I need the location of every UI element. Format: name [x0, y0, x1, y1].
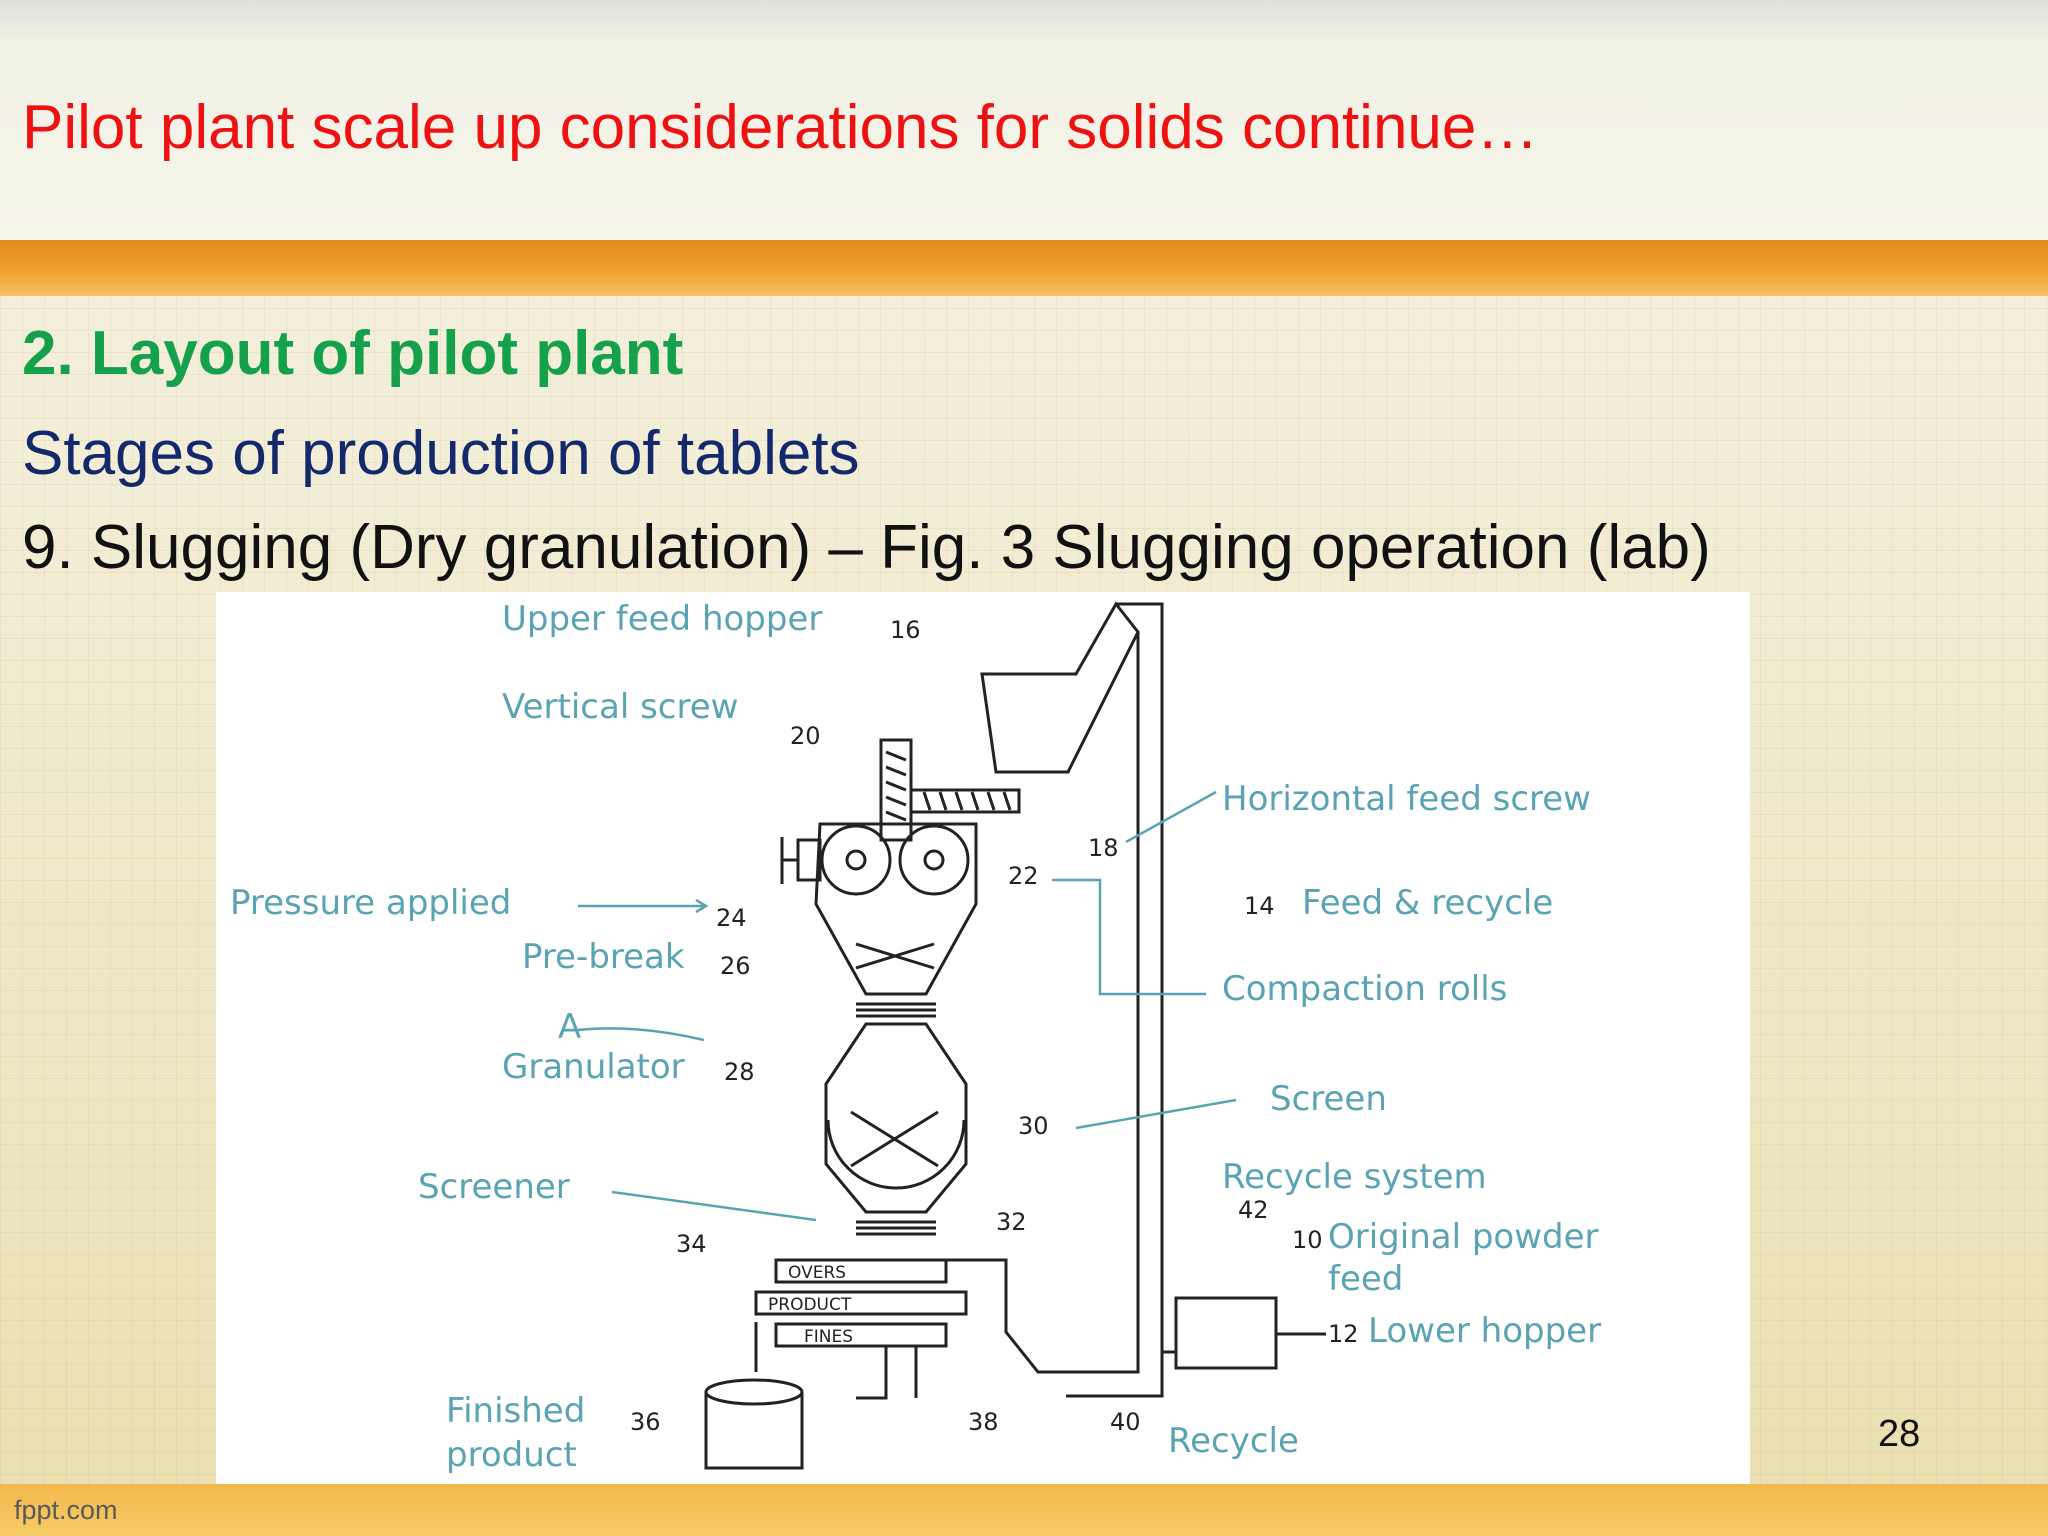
num-24: 24 [716, 904, 747, 932]
fines-tray [774, 1322, 948, 1348]
tray-product: PRODUCT [768, 1295, 852, 1315]
title-bar [0, 0, 2048, 240]
label-original-powder-feed-2: feed [1328, 1259, 1403, 1299]
num-34: 34 [676, 1230, 707, 1258]
overs-tray [774, 1258, 948, 1284]
num-40: 40 [1110, 1408, 1141, 1436]
num-22: 22 [1008, 862, 1039, 890]
label-lower-hopper: Lower hopper [1368, 1311, 1601, 1351]
product-tray [754, 1290, 968, 1316]
label-finished-product-2: product [446, 1435, 577, 1475]
num-14: 14 [1244, 892, 1275, 920]
title-accent-band [0, 240, 2048, 296]
slide-title: Pilot plant scale up considerations for … [22, 93, 1539, 162]
slugging-diagram: Upper feed hopper Vertical screw Horizon… [216, 592, 1750, 1492]
label-letter-a: A [558, 1007, 581, 1047]
lower-hopper-shape [1174, 1296, 1278, 1370]
label-upper-feed-hopper: Upper feed hopper [502, 599, 822, 639]
num-26: 26 [720, 952, 751, 980]
page-number: 28 [1878, 1413, 1921, 1455]
label-compaction-rolls: Compaction rolls [1222, 969, 1507, 1009]
tray-fines: FINES [804, 1327, 853, 1347]
num-18: 18 [1088, 834, 1119, 862]
num-32: 32 [996, 1208, 1027, 1236]
footer-bar [0, 1484, 2048, 1536]
finished-product-drum [704, 1392, 804, 1470]
compaction-roll-right [898, 824, 970, 896]
label-recycle-system: Recycle system [1222, 1157, 1487, 1197]
label-pressure-applied: Pressure applied [230, 883, 511, 923]
label-pre-break: Pre-break [522, 937, 685, 977]
granulator-body [814, 822, 978, 996]
label-granulator: Granulator [502, 1047, 685, 1087]
label-screen: Screen [1270, 1079, 1387, 1119]
compaction-roll-left [820, 824, 892, 896]
body-text: 9. Slugging (Dry granulation) – Fig. 3 S… [22, 513, 1711, 582]
num-12: 12 [1328, 1320, 1359, 1348]
upper-feed-hopper-shape [980, 601, 1140, 774]
label-finished-product-1: Finished [446, 1391, 585, 1431]
label-screener: Screener [418, 1167, 570, 1207]
section-heading: 2. Layout of pilot plant [22, 319, 684, 388]
num-42: 42 [1238, 1196, 1269, 1224]
horizontal-feed-screw-shape [909, 788, 1021, 814]
num-16: 16 [890, 616, 921, 644]
num-30: 30 [1018, 1112, 1049, 1140]
num-28: 28 [724, 1058, 755, 1086]
subheading: Stages of production of tablets [22, 419, 860, 488]
num-38: 38 [968, 1408, 999, 1436]
label-original-powder-feed-1: Original powder [1328, 1217, 1599, 1257]
footer-brand: fppt.com [14, 1495, 118, 1525]
tray-overs: OVERS [788, 1263, 846, 1283]
num-20: 20 [790, 722, 821, 750]
num-10: 10 [1292, 1226, 1323, 1254]
num-36: 36 [630, 1408, 661, 1436]
recycle-pipe [1066, 602, 1164, 1398]
label-vertical-screw: Vertical screw [502, 687, 738, 727]
recycle-pipe-inner [1066, 632, 1140, 1374]
label-feed-recycle: Feed & recycle [1302, 883, 1553, 923]
label-recycle: Recycle [1168, 1421, 1299, 1461]
label-horizontal-feed-screw: Horizontal feed screw [1222, 779, 1591, 819]
